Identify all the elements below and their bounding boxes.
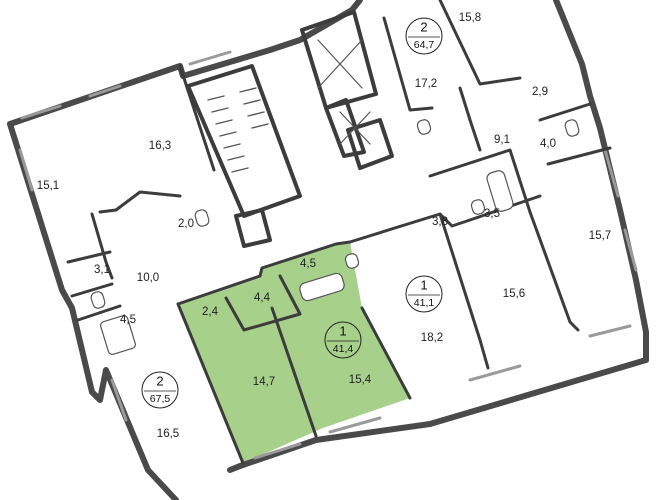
walls [7, 0, 649, 500]
room-area: 14,7 [253, 376, 275, 388]
room-area: 4,0 [540, 138, 556, 150]
apartment-area: 41,4 [333, 343, 354, 355]
apartment-area: 41,1 [414, 297, 435, 309]
room-area: 15,8 [459, 12, 481, 24]
room-area: 3,5 [484, 208, 500, 220]
room-area: 2,9 [532, 86, 548, 98]
room-area: 3,1 [94, 264, 110, 276]
room-area: 2,0 [178, 218, 194, 230]
room-area: 3,8 [432, 216, 448, 228]
apartment-badge-right[interactable]: 1 41,1 [405, 275, 443, 313]
room-area: 15,4 [349, 374, 372, 386]
apartment-rooms: 2 [420, 19, 427, 34]
apartment-area: 64,7 [414, 39, 435, 51]
apartment-badge-left[interactable]: 2 67,5 [141, 371, 179, 409]
highlighted-apartment[interactable] [178, 242, 410, 463]
room-area: 4,4 [254, 292, 271, 304]
room-area: 10,0 [137, 272, 159, 284]
room-area: 9,1 [494, 134, 510, 146]
room-area: 16,5 [157, 428, 179, 440]
apartment-rooms: 1 [420, 277, 427, 292]
bathroom-fixtures [90, 119, 580, 355]
room-area: 15,1 [37, 180, 59, 192]
apartment-area: 67,5 [150, 393, 171, 405]
room-area: 18,2 [421, 332, 443, 344]
apartment-rooms: 2 [156, 373, 163, 388]
room-area: 16,3 [149, 140, 171, 152]
room-area: 15,6 [503, 288, 525, 300]
room-area: 2,4 [202, 306, 219, 318]
apartment-badge-green[interactable]: 1 41,4 [324, 321, 362, 359]
room-area: 4,5 [120, 314, 136, 326]
room-area: 17,2 [415, 78, 437, 90]
apartment-badge-top[interactable]: 2 64,7 [405, 17, 443, 55]
room-area: 4,5 [300, 258, 316, 270]
apartment-rooms: 1 [339, 323, 346, 338]
room-area: 15,7 [589, 230, 611, 242]
room-labels: 15,8 17,2 2,9 9,1 4,0 16,3 15,1 2,0 3,8 … [37, 12, 611, 440]
